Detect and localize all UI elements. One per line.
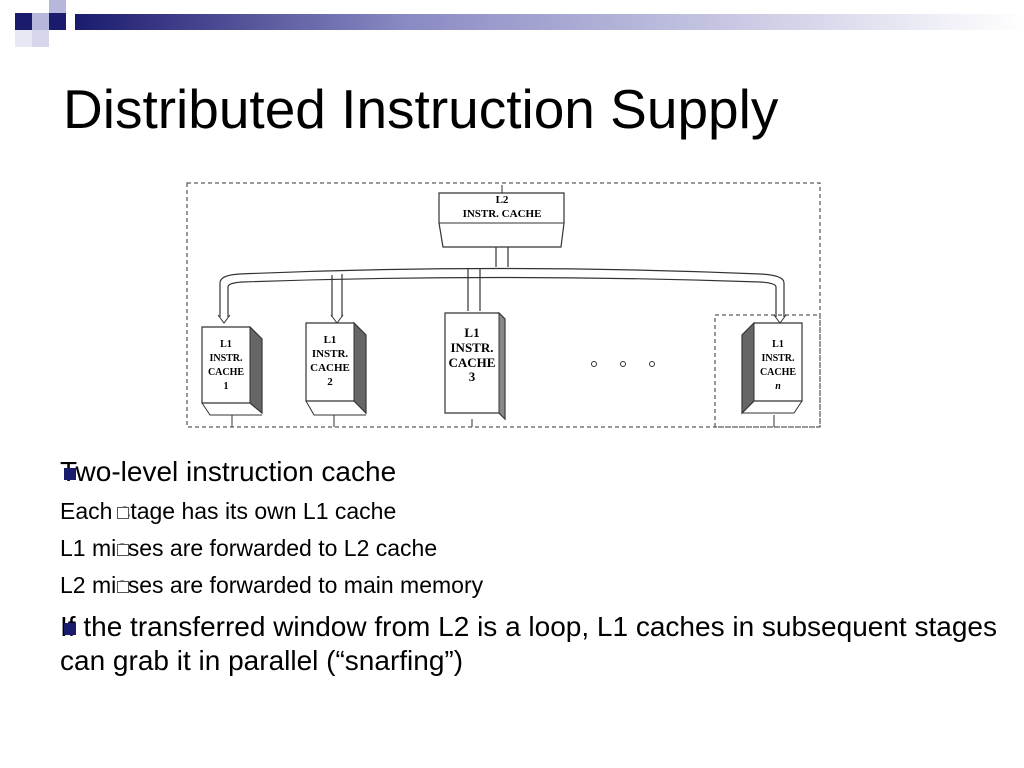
bullet-list: Two-level instruction cache Each stage h… [60,455,1000,678]
bullet-item: If the transferred window from L2 is a l… [60,610,1000,678]
l1-cache-1: L1 INSTR. CACHE 1 [201,325,263,416]
cache-n-line2: INSTR. [761,353,795,364]
corner-square-pale-2 [15,30,32,47]
bullet-text: Two-level instruction cache [60,456,397,487]
cache-3-line3: CACHE [449,355,496,370]
header-decoration [15,0,1024,47]
square-bullet-icon [64,468,76,480]
corner-square-mid [49,0,66,13]
cache-1-line2: INSTR. [209,353,243,364]
cache-2-line4: 2 [327,376,333,388]
inner-dashed-border [714,314,821,428]
cache-3-line2: INSTR. [451,340,494,355]
hollow-square-bullet-icon [117,544,129,556]
bullet-item: Two-level instruction cache Each stage h… [60,455,1000,604]
hollow-square-bullet-icon [117,581,129,593]
l1-cache-3: L1 INSTR. CACHE 3 [444,311,506,421]
cache-2-line2: INSTR. [312,348,349,360]
cache-1-line3: CACHE [208,367,244,378]
bullet-text: If the transferred window from L2 is a l… [60,611,997,676]
l2-label-line1: L2 [496,194,509,206]
sub-bullet-list: Each stage has its own L1 cache L1 misse… [60,493,1000,604]
l2-cache-box: L2 INSTR. CACHE [438,192,565,248]
corner-square-dark [15,13,32,30]
cache-3-line4: 3 [469,369,476,384]
corner-square-dark-2 [49,13,66,30]
sub-bullet-item: L1 misses are forwarded to L2 cache [60,530,1000,567]
square-bullet-icon [64,623,76,635]
sub-bullet-item: Each stage has its own L1 cache [60,493,1000,530]
slide-title: Distributed Instruction Supply [63,78,779,140]
sub-bullet-item: L2 misses are forwarded to main memory [60,567,1000,604]
cache-1-line1: L1 [220,339,232,350]
l1-cache-2: L1 INSTR. CACHE 2 [305,321,367,416]
cache-2-line3: CACHE [310,362,350,374]
hollow-square-bullet-icon [117,507,129,519]
cache-n-line4: n [775,381,781,392]
cache-2-line1: L1 [324,334,337,346]
cache-n-line1: L1 [772,339,784,350]
corner-square-light [32,13,49,30]
cache-3-line1: L1 [464,325,479,340]
ellipsis-dots [591,361,655,367]
sub-bullet-text: Each stage has its own L1 cache [60,498,397,524]
cache-diagram: L2 INSTR. CACHE L1 INSTR. CACHE 1 L1 INS… [186,182,821,428]
l2-label-line2: INSTR. CACHE [463,208,542,220]
cache-1-line4: 1 [224,381,229,392]
l1-cache-n: L1 INSTR. CACHE n [741,321,803,415]
sub-bullet-text: L2 misses are forwarded to main memory [60,572,484,598]
outer-dashed-border [186,182,821,428]
cache-n-line3: CACHE [760,367,796,378]
corner-square-pale [32,30,49,47]
